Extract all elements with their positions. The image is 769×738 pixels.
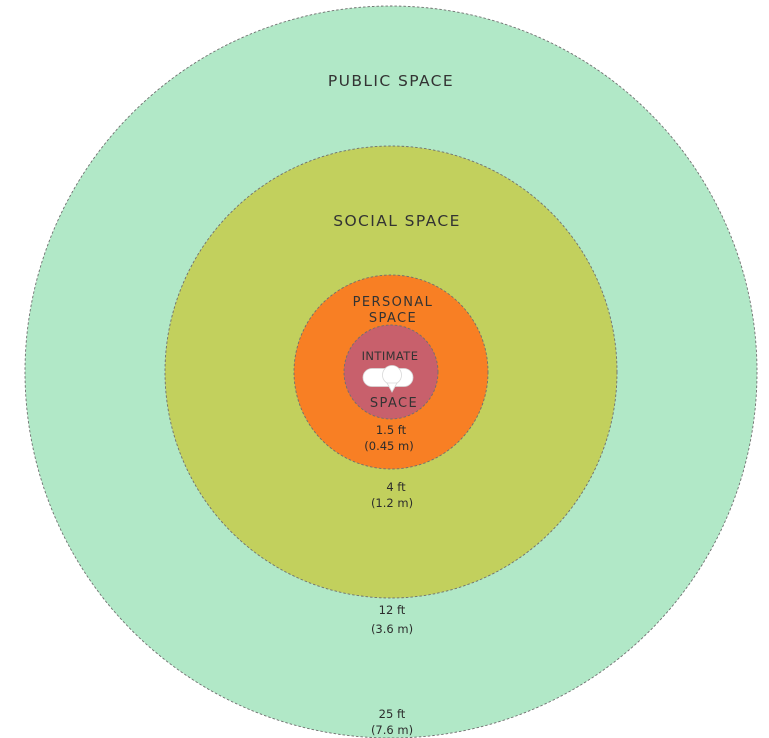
intimate-space-title-line2: SPACE — [370, 396, 418, 411]
personal-distance-m: (1.2 m) — [371, 496, 413, 510]
intimate-distance-m: (0.45 m) — [364, 439, 413, 453]
social-distance-ft: 12 ft — [379, 603, 406, 617]
personal-space-title-line2: SPACE — [369, 311, 417, 326]
intimate-space-title-line1: INTIMATE — [362, 349, 419, 363]
public-distance-ft: 25 ft — [379, 707, 406, 721]
personal-distance-ft: 4 ft — [386, 480, 406, 494]
social-space-title: SOCIAL SPACE — [333, 212, 461, 230]
intimate-distance-ft: 1.5 ft — [376, 423, 407, 437]
social-distance-m: (3.6 m) — [371, 622, 413, 636]
person-nose-shape — [386, 382, 398, 393]
public-space-title: PUBLIC SPACE — [328, 72, 454, 90]
public-distance-m: (7.6 m) — [371, 723, 413, 737]
person-head-shape — [382, 365, 402, 385]
person-top-view-icon — [362, 365, 414, 393]
personal-space-title-line1: PERSONAL — [353, 295, 434, 310]
